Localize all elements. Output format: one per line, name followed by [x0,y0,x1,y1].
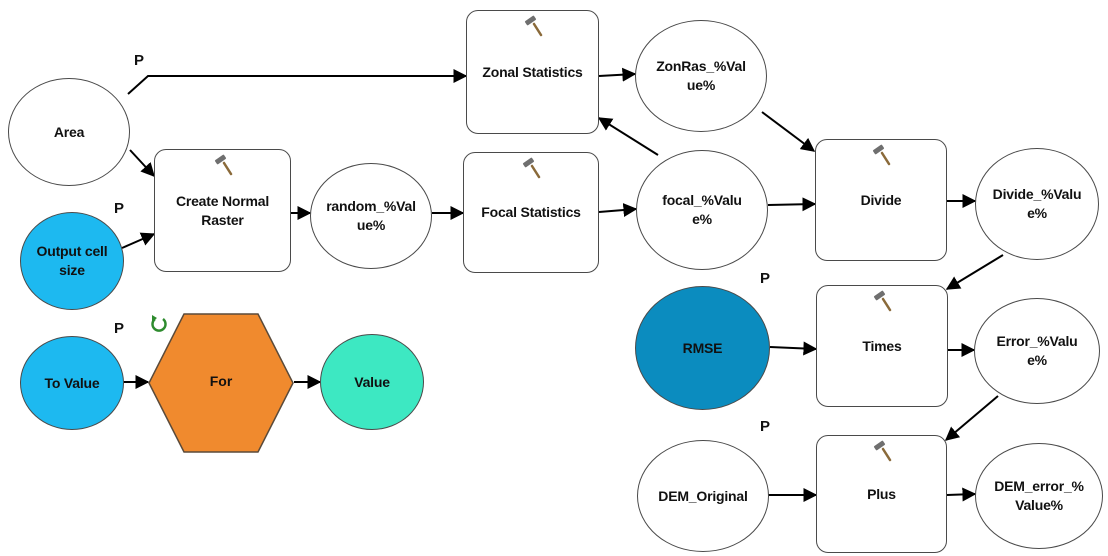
create-normal-raster-tool[interactable]: Create Normal Raster [154,149,291,272]
value-label: Value [354,373,390,390]
times-label: Times [862,337,902,354]
connector-dividevalue-times [945,254,1004,290]
zonras-value-node[interactable]: ZonRas_%Value% [635,20,767,132]
dem-original-label: DEM_Original [658,487,748,504]
zonal-statistics-label: Zonal Statistics [482,63,583,80]
create-normal-raster-label: Create Normal Raster [175,192,270,228]
for-label: For [209,373,233,389]
parameter-marker-cellsize: P [114,200,125,217]
focal-statistics-label: Focal Statistics [481,204,581,220]
divide-value-node[interactable]: Divide_%Value% [975,148,1099,260]
hammer-icon [872,144,891,166]
focal-statistics-tool[interactable]: Focal Statistics [463,152,599,273]
hammer-icon [214,154,232,176]
hammer-icon [522,157,541,179]
hammer-icon [524,15,542,37]
divide-label: Divide [860,191,902,208]
parameter-marker-dem: P [760,418,771,435]
area-label: Area [53,123,85,140]
error-value-label: Error_%Value% [996,333,1078,368]
plus-label: Plus [867,485,896,502]
connector-focal-zonal [597,117,659,156]
connector-focal-divide [767,197,817,212]
plus-tool[interactable]: Plus [816,435,947,553]
random-value-label: random_%Value% [326,198,416,233]
connector-area-create [129,149,155,178]
value-node[interactable]: Value [320,334,424,430]
zonras-value-label: ZonRas_%Value% [656,58,746,93]
connector-focalstats-focal [598,203,638,217]
for-iterator-node[interactable]: For [148,313,294,453]
rmse-node[interactable]: RMSE [635,286,770,410]
connector-rmse-times [769,341,818,356]
output-cell-size-node[interactable]: Output cell size [20,212,124,310]
dem-error-value-label: DEM_error_%Value% [994,478,1084,513]
connector-zonras-divide [761,111,816,152]
dem-original-node[interactable]: DEM_Original [637,440,769,552]
hammer-icon [873,440,891,462]
dem-error-value-node[interactable]: DEM_error_%Value% [975,443,1103,549]
connector-plus-demerror [946,487,977,502]
parameter-marker-rmse: P [760,270,771,287]
divide-value-label: Divide_%Value% [992,186,1082,221]
connector-area-zonal [127,69,468,95]
focal-value-node[interactable]: focal_%Value% [636,150,768,270]
error-value-node[interactable]: Error_%Value% [974,298,1100,404]
area-node[interactable]: Area [8,78,130,186]
connector-zonal-zonras [598,67,637,82]
divide-tool[interactable]: Divide [815,139,947,261]
zonal-statistics-tool[interactable]: Zonal Statistics [466,10,599,134]
parameter-marker-tovalue: P [114,320,125,337]
connector-cellsize-create [121,232,156,249]
connector-error-plus [944,395,999,441]
to-value-label: To Value [44,374,100,391]
parameter-marker-area: P [134,52,145,69]
for-hexagon-shape [148,313,294,453]
hammer-icon [873,290,892,312]
random-value-node[interactable]: random_%Value% [310,163,432,269]
output-cell-size-label: Output cell size [36,243,108,278]
to-value-node[interactable]: To Value [20,336,124,430]
focal-value-label: focal_%Value% [662,192,742,227]
rmse-label: RMSE [682,339,723,356]
iterate-arrow-icon [151,315,167,332]
times-tool[interactable]: Times [816,285,948,407]
